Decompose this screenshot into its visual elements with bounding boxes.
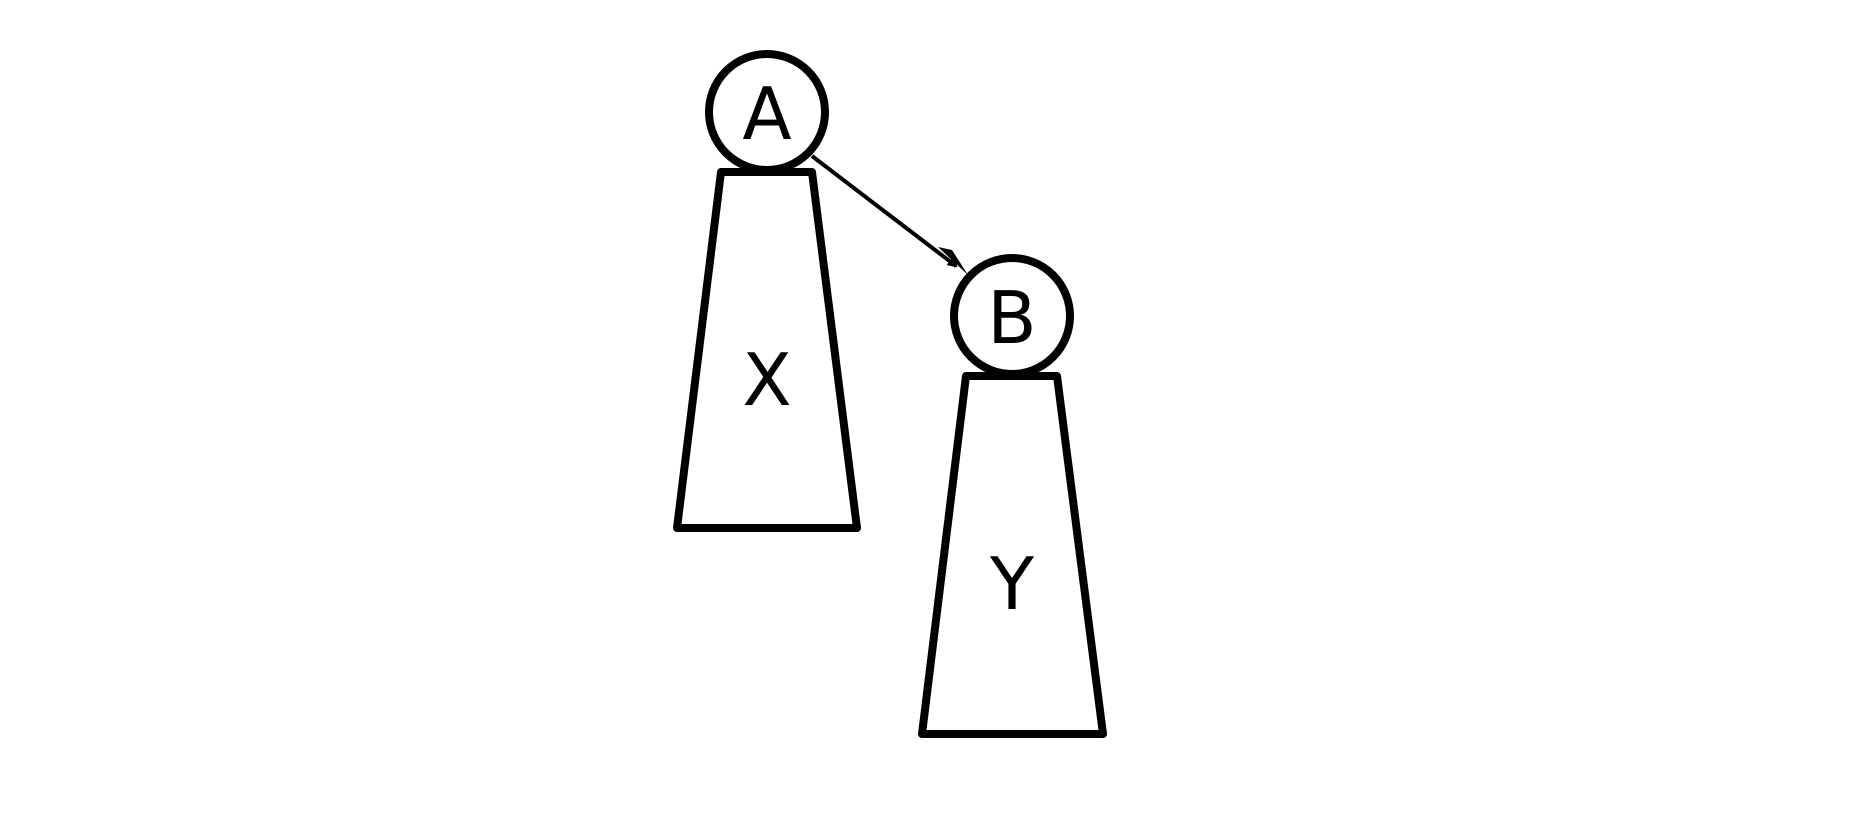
node-b: B (950, 254, 1074, 378)
subtree-x-label: X (742, 338, 791, 422)
node-a-label: A (742, 72, 791, 156)
node-a: A (705, 50, 829, 174)
node-b-label: B (987, 276, 1036, 360)
arrowhead-icon (938, 247, 968, 275)
edge-a-to-b-arrow (810, 154, 958, 268)
subtree-y: Y (918, 372, 1107, 738)
subtree-y-label: Y (989, 542, 1035, 626)
node-a-circle (705, 50, 829, 174)
node-b-circle (950, 254, 1074, 378)
subtree-x: X (673, 168, 861, 532)
